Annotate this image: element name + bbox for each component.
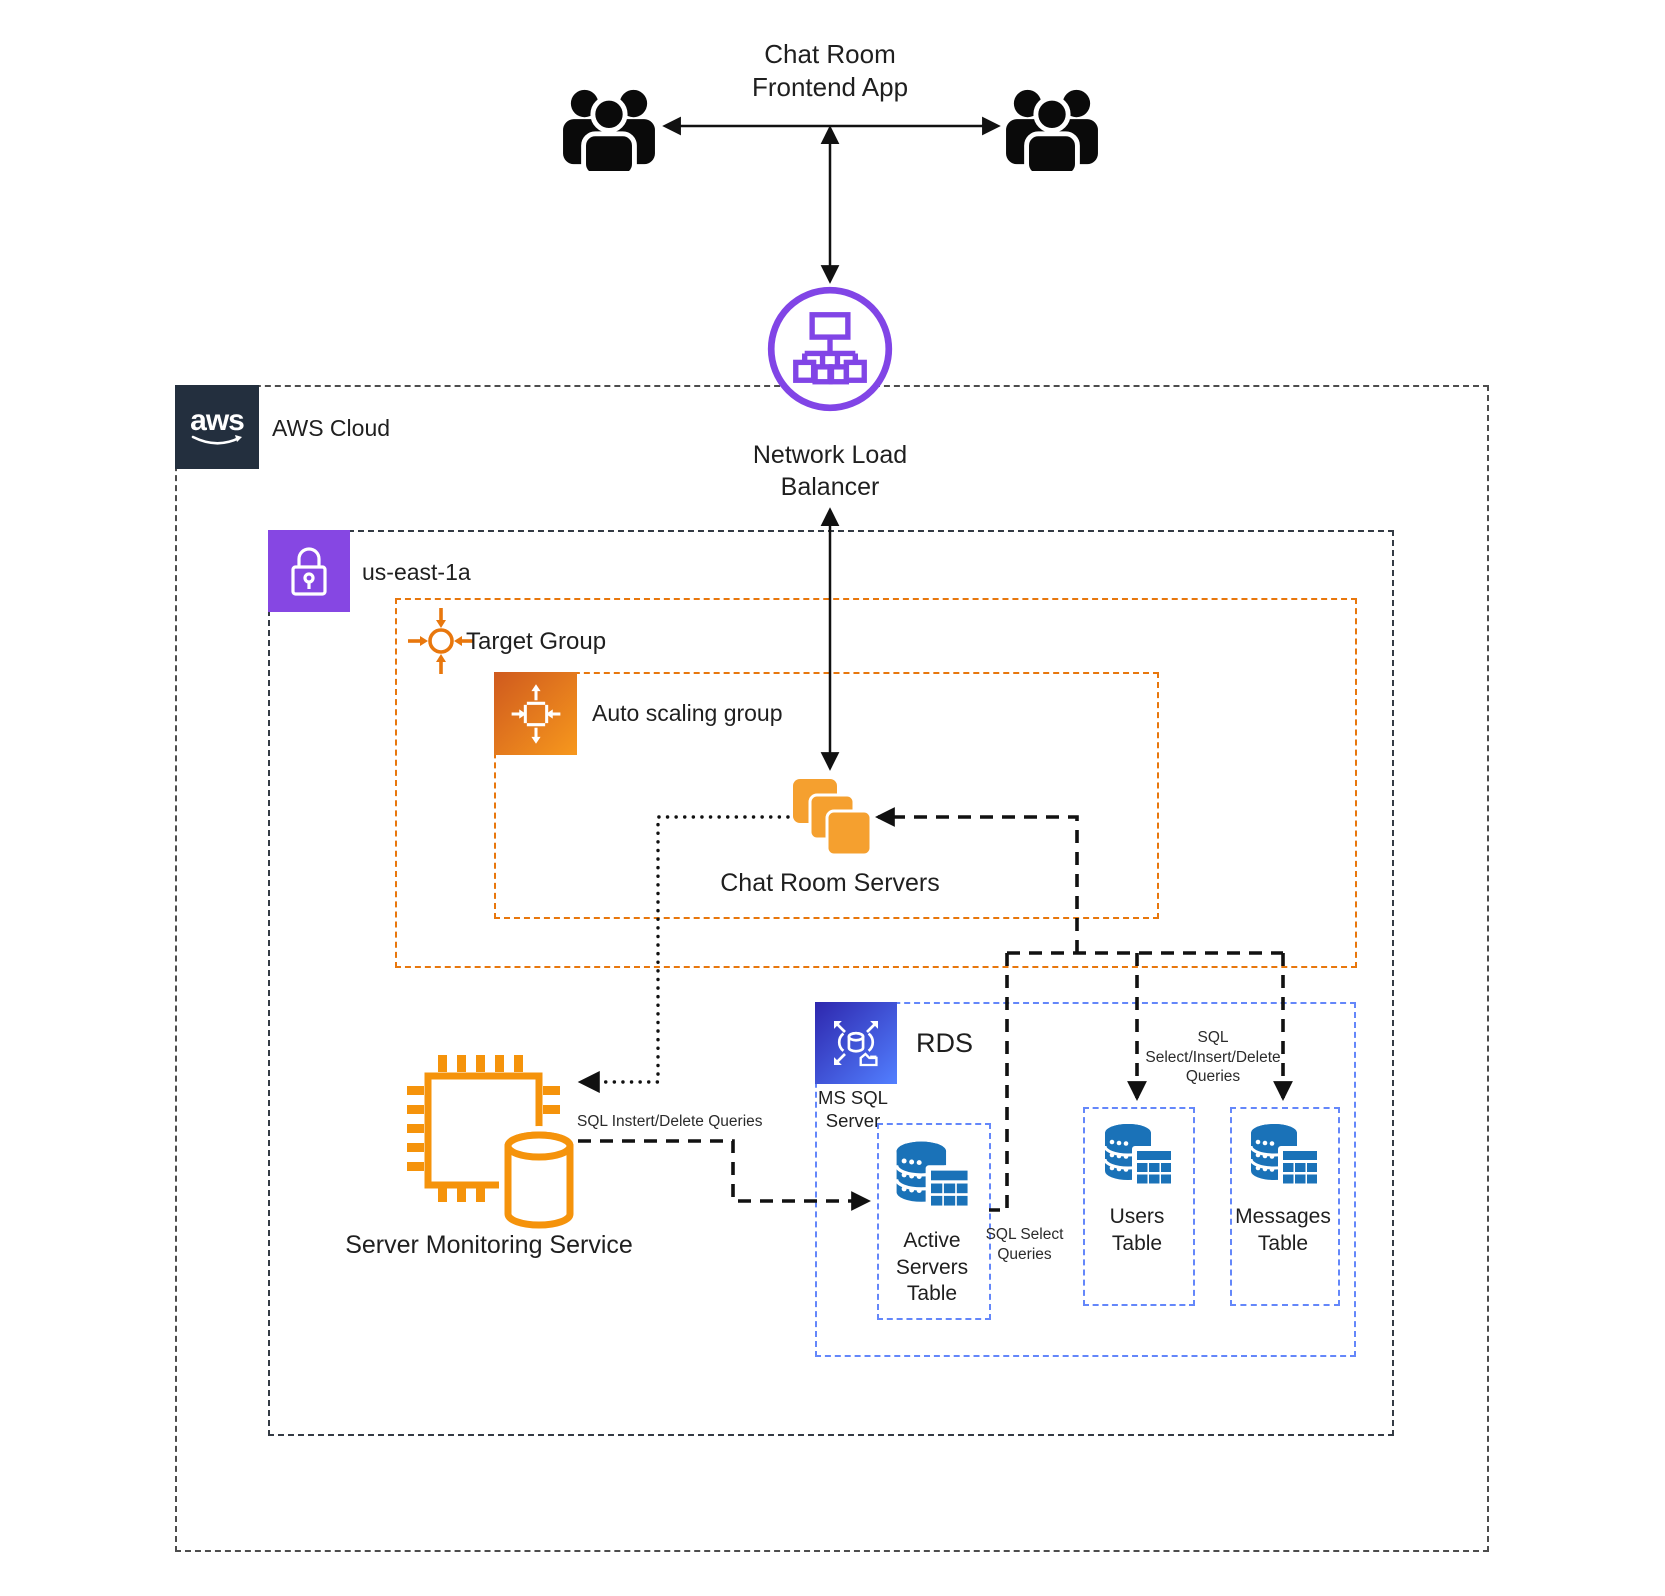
- rds-label: RDS: [916, 1028, 974, 1058]
- availability-zone-label: us-east-1a: [362, 559, 471, 585]
- network-load-balancer-icon: [767, 286, 893, 412]
- chat-room-servers-icon: [793, 779, 873, 857]
- users-table-label: Users Table: [1109, 1205, 1165, 1255]
- aws-smile-icon: [191, 435, 242, 445]
- edge-label-select: SQL Select Queries: [985, 1226, 1064, 1263]
- active-servers-table-label: Active Servers Table: [895, 1229, 969, 1306]
- target-group-box: [395, 598, 1357, 968]
- active-servers-table-box: [877, 1123, 991, 1320]
- frontend-title: Chat Room Frontend App: [751, 39, 909, 103]
- users-group-right-icon: [1000, 83, 1104, 171]
- users-group-left-icon: [557, 83, 661, 171]
- availability-zone-chip: [268, 530, 350, 612]
- network-load-balancer-label: Network Load Balancer: [752, 441, 908, 501]
- messages-table-label: Messages Table: [1235, 1205, 1331, 1255]
- rds-chip: [815, 1002, 897, 1084]
- edge-label-select-insert-delete: SQL Select/Insert/Delete Queries: [1145, 1029, 1281, 1086]
- messages-table-icon: [1243, 1118, 1323, 1194]
- rds-engine-label: MS SQL Server: [818, 1087, 888, 1132]
- messages-table-box: [1230, 1107, 1340, 1306]
- lock-icon: [291, 547, 327, 596]
- auto-scaling-icon: [511, 683, 560, 744]
- active-servers-table-icon: [888, 1135, 974, 1217]
- target-group-icon: [408, 608, 474, 674]
- chat-room-servers-label: Chat Room Servers: [720, 869, 940, 897]
- server-monitoring-label: Server Monitoring Service: [345, 1231, 633, 1259]
- edge-label-insert-delete: SQL Instert/Delete Queries: [577, 1113, 763, 1130]
- users-table-icon: [1097, 1118, 1177, 1194]
- server-monitoring-icon: [407, 1055, 578, 1230]
- users-table-box: [1083, 1107, 1195, 1306]
- auto-scaling-group-label: Auto scaling group: [592, 700, 783, 726]
- aws-logo-text: aws: [190, 404, 245, 437]
- aws-logo: aws: [175, 385, 259, 469]
- auto-scaling-group-chip: [494, 672, 577, 755]
- aws-cloud-label: AWS Cloud: [272, 415, 391, 441]
- rds-icon: [834, 1021, 878, 1067]
- target-group-label: Target Group: [466, 628, 607, 655]
